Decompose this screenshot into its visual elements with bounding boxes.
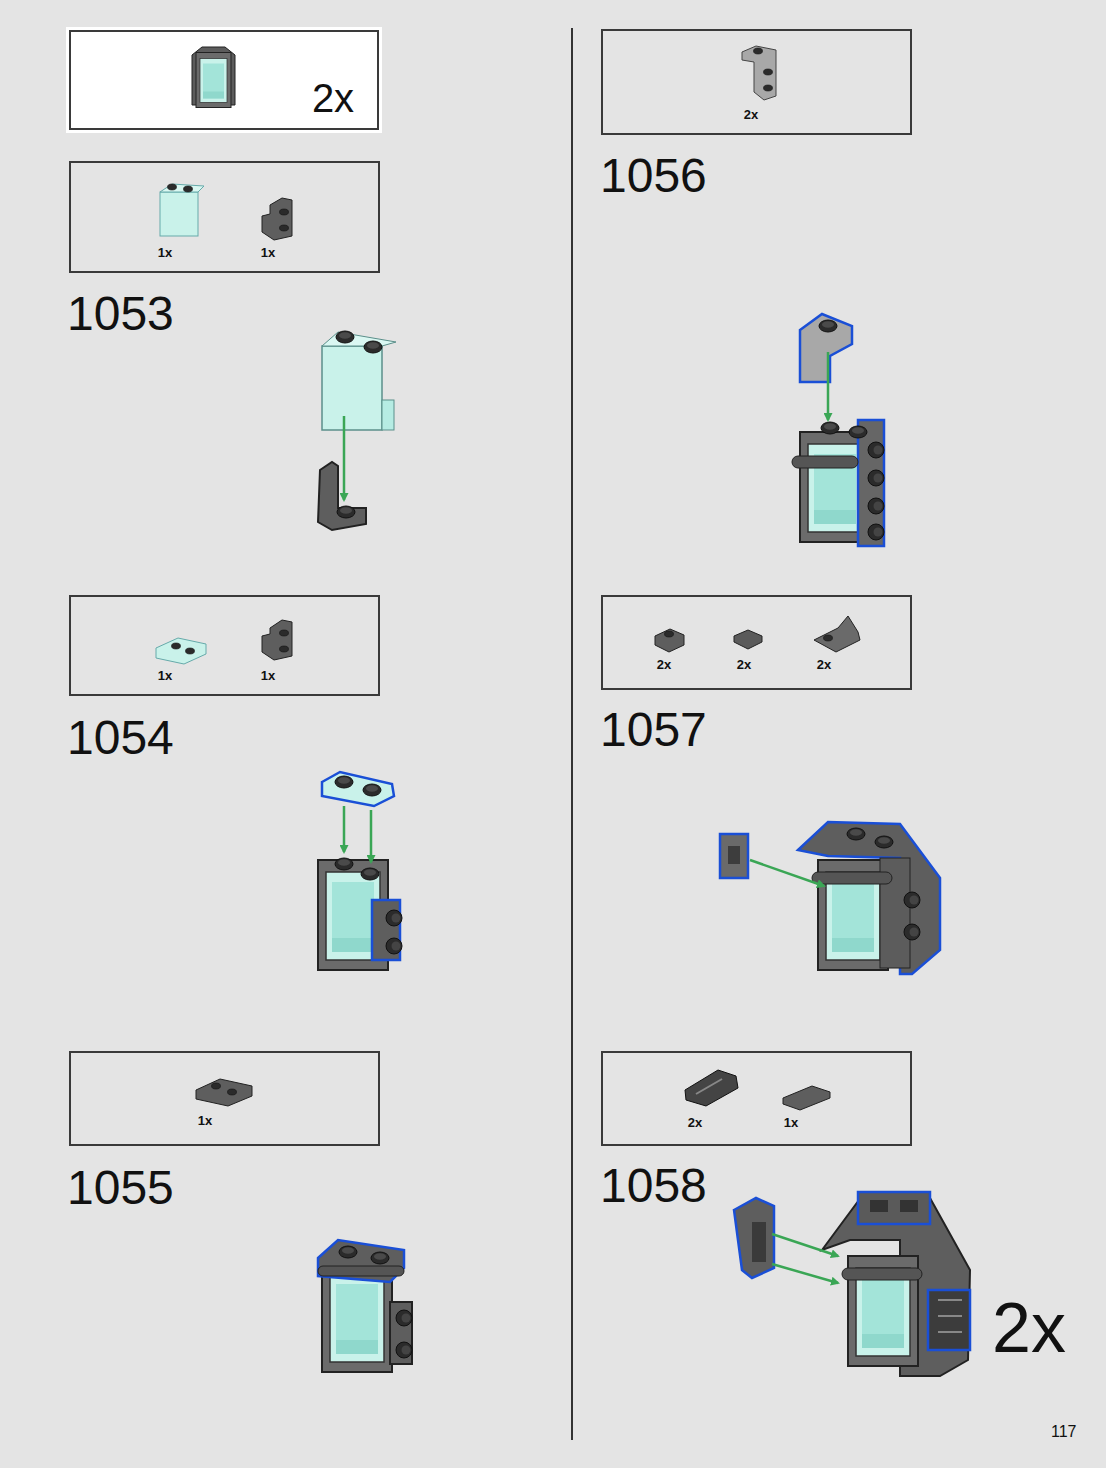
step-number: 1055 (67, 1164, 174, 1212)
part-count: 1x (198, 1114, 212, 1127)
part-count: 2x (744, 108, 758, 121)
part-count: 1x (261, 246, 275, 259)
parts-box: 2x 1x (601, 1051, 912, 1146)
part-count: 2x (657, 658, 671, 671)
step-number: 1058 (600, 1162, 707, 1210)
part-count: 1x (261, 669, 275, 682)
part-count: 2x (817, 658, 831, 671)
page-number: 117 (1051, 1424, 1077, 1440)
part-count: 2x (737, 658, 751, 671)
part-count: 1x (158, 669, 172, 682)
part-count: 1x (784, 1116, 798, 1129)
part-count: 2x (688, 1116, 702, 1129)
quantity-label: 2x (312, 78, 354, 118)
step-number: 1057 (600, 706, 707, 754)
step-number: 1053 (67, 290, 174, 338)
step-number: 1056 (600, 152, 707, 200)
parts-box: 2x (601, 29, 912, 135)
parts-box: 1x 1x (69, 161, 380, 273)
step-number: 1054 (67, 714, 174, 762)
parts-box: 1x 1x (69, 595, 380, 696)
parts-box: 2x 2x 2x (601, 595, 912, 690)
part-count: 1x (158, 246, 172, 259)
parts-box: 1x (69, 1051, 380, 1146)
multiplier: 2x (992, 1293, 1066, 1363)
submodel-box: 2x (69, 30, 379, 130)
